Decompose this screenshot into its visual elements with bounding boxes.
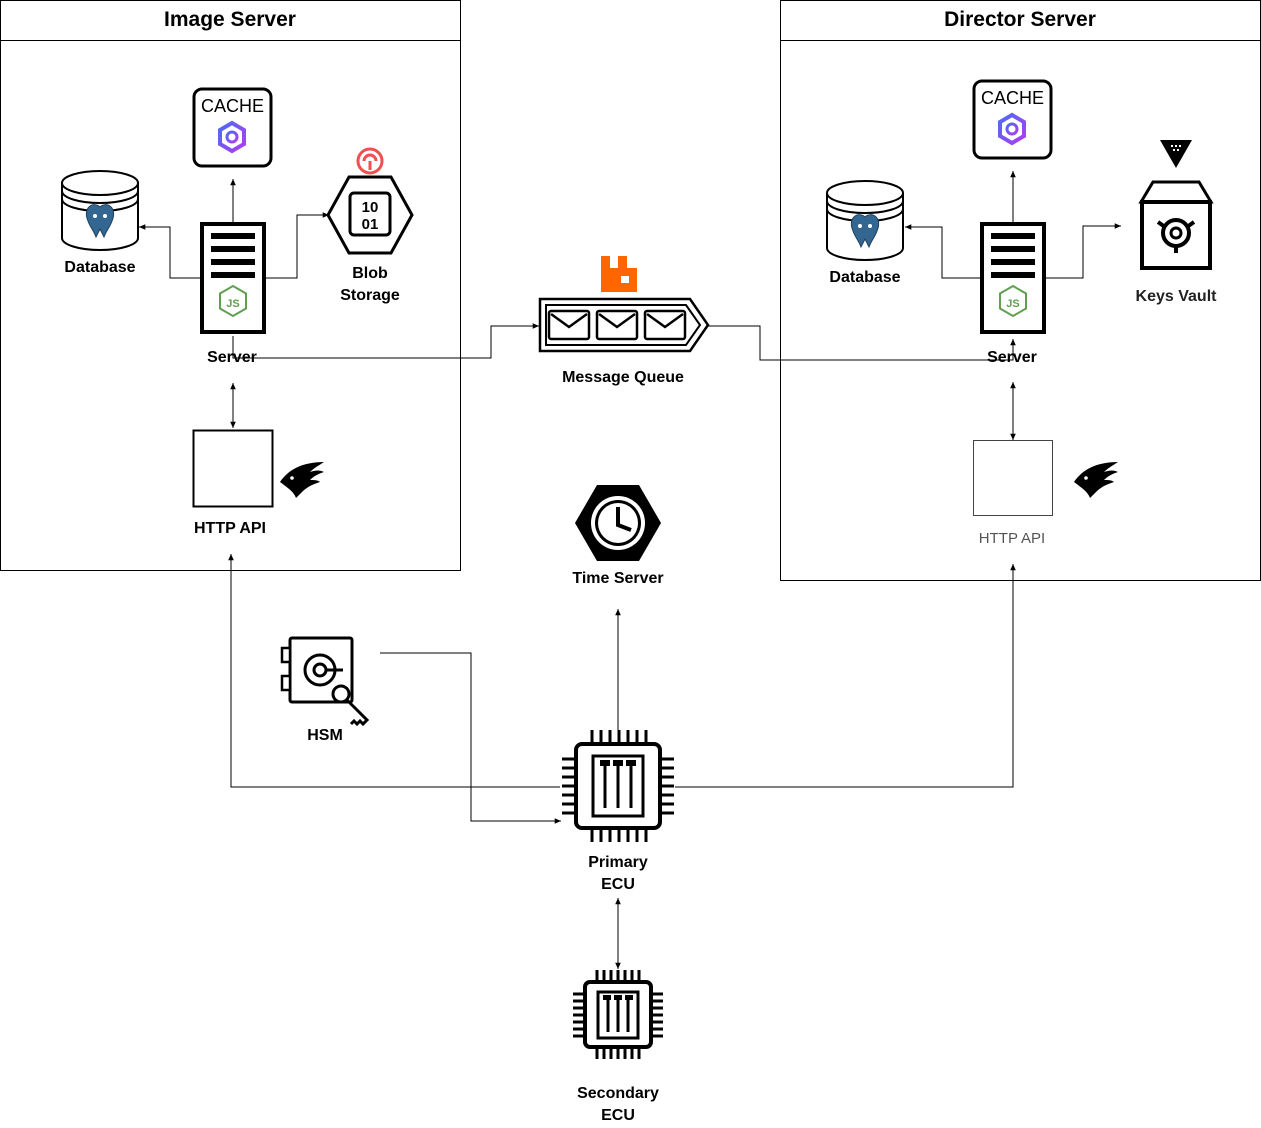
- secondary-ecu-chip-icon: [573, 970, 663, 1059]
- svg-text:01: 01: [362, 216, 379, 233]
- connectors: [139, 171, 1121, 969]
- blob-storage-icon: 10 01: [326, 147, 414, 255]
- envelope-icon: [643, 309, 687, 341]
- message-queue-label: Message Queue: [562, 369, 684, 386]
- director-database-label: Database: [829, 269, 901, 286]
- secondary-ecu-label: Secondary ECU: [577, 1085, 659, 1124]
- key-icon: [331, 684, 370, 727]
- time-server-icon: [575, 485, 661, 561]
- message-queue-icon: [538, 297, 710, 353]
- image-database-icon: [61, 170, 139, 251]
- svg-text:10: 10: [362, 199, 379, 216]
- image-database-label: Database: [64, 259, 136, 276]
- image-cache-label: CACHE: [201, 96, 264, 116]
- primary-ecu-label: Primary ECU: [588, 854, 648, 893]
- director-server-icon: [980, 222, 1046, 334]
- director-database-icon: [826, 180, 904, 261]
- image-server-title: Image Server: [164, 8, 296, 31]
- image-falcon-icon: [280, 462, 324, 498]
- image-http-api-label: HTTP API: [193, 520, 266, 537]
- director-server-title: Director Server: [944, 8, 1096, 31]
- blob-storage-label: Blob Storage: [340, 265, 400, 304]
- rabbitmq-icon: [601, 256, 637, 292]
- director-http-api-label: HTTP API: [978, 530, 1046, 547]
- director-falcon-icon: [1074, 462, 1118, 498]
- vault-triangle-icon: [1160, 140, 1192, 168]
- director-server-label: Server: [987, 349, 1037, 366]
- director-http-api-box: [973, 440, 1053, 516]
- envelope-icon: [595, 309, 639, 341]
- keys-vault-label: Keys Vault: [1135, 288, 1217, 305]
- image-server-icon: [200, 222, 266, 334]
- hsm-icon: [280, 636, 370, 727]
- time-server-label: Time Server: [572, 570, 664, 587]
- director-cache-label: CACHE: [981, 88, 1044, 108]
- image-http-api-box: [192, 429, 274, 508]
- hsm-label: HSM: [307, 727, 343, 744]
- envelope-icon: [547, 309, 591, 341]
- primary-ecu-chip-icon: [562, 730, 674, 842]
- image-server-label: Server: [207, 349, 257, 366]
- vault-icon: [1138, 140, 1214, 270]
